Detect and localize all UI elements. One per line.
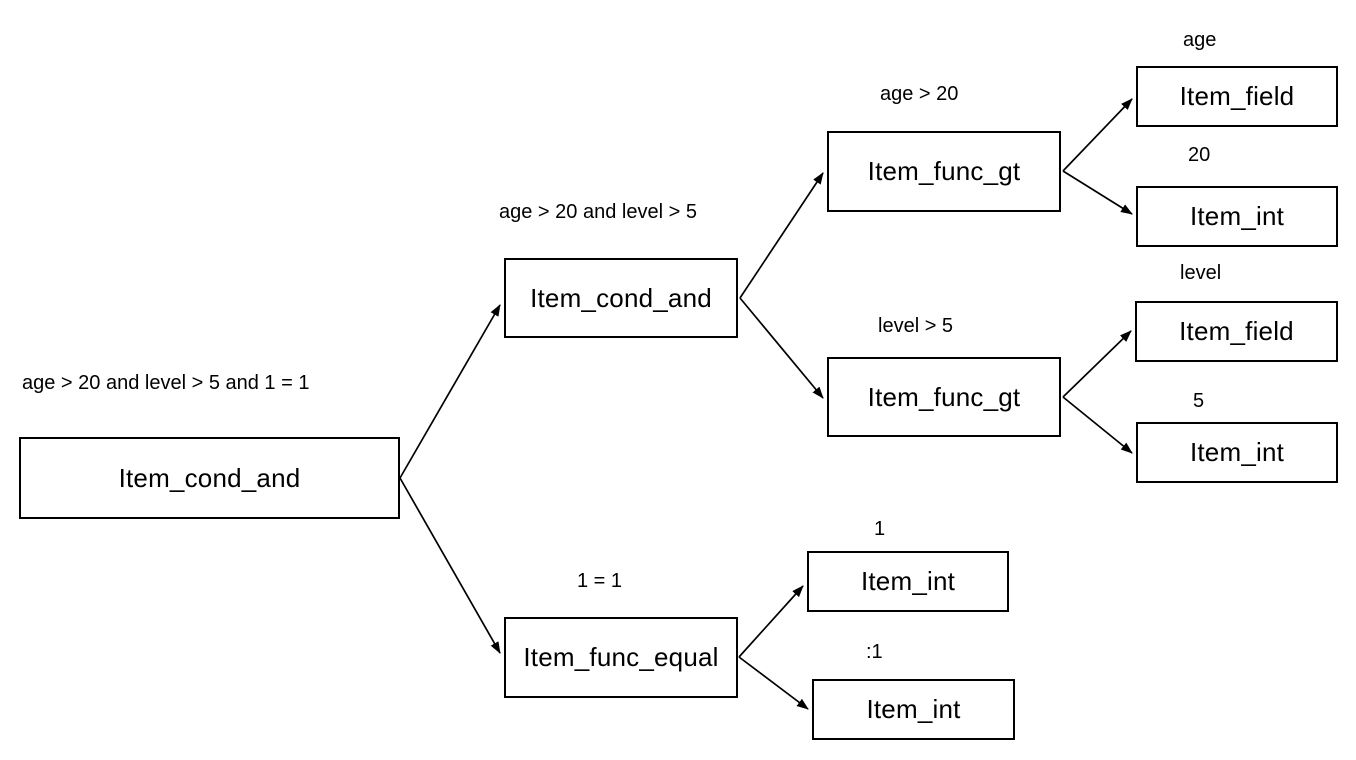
node-root-item-cond-and: Item_cond_and [19, 437, 400, 519]
annotation-field-age: age [1183, 29, 1217, 51]
edge-func-gt-level-to-int-5 [1062, 396, 1133, 454]
annotation-int-1a: 1 [874, 518, 886, 540]
edge-root-to-func-equal [399, 477, 501, 654]
node-item-func-gt-level: Item_func_gt [827, 357, 1061, 437]
node-item-int-1b: Item_int [812, 679, 1015, 740]
node-label: Item_cond_and [530, 282, 712, 313]
node-item-func-gt-age: Item_func_gt [827, 131, 1061, 212]
edge-func-equal-to-int-1b [738, 656, 809, 710]
edge-func-gt-age-to-field-age [1062, 98, 1133, 172]
node-item-int-1a: Item_int [807, 551, 1009, 612]
node-label: Item_func_gt [867, 156, 1021, 186]
node-item-func-equal: Item_func_equal [504, 617, 738, 698]
node-item-field-level: Item_field [1135, 301, 1338, 362]
node-label: Item_field [1179, 81, 1295, 111]
annotation-int-1b: :1 [866, 641, 883, 663]
node-label: Item_field [1179, 316, 1294, 346]
edge-root-to-cond-and-2 [399, 304, 501, 479]
annotation-cond-and-2: age > 20 and level > 5 [499, 201, 697, 223]
edge-func-gt-age-to-int-20 [1062, 170, 1133, 215]
node-label: Item_int [1189, 437, 1285, 467]
node-item-int-20: Item_int [1136, 186, 1338, 247]
edge-cond-and-2-to-func-gt-age [739, 172, 824, 299]
annotation-field-level: level [1180, 262, 1222, 284]
node-label: Item_int [866, 694, 961, 724]
edge-func-equal-to-int-1a [738, 585, 804, 658]
annotation-func-gt-age: age > 20 [880, 83, 959, 105]
node-item-field-age: Item_field [1136, 66, 1338, 127]
edge-func-gt-level-to-field-level [1062, 330, 1132, 398]
annotation-func-gt-level: level > 5 [878, 315, 954, 337]
node-label: Item_func_equal [523, 642, 719, 672]
node-label: Item_int [1189, 201, 1285, 231]
annotation-int-20: 20 [1188, 144, 1211, 166]
annotation-root: age > 20 and level > 5 and 1 = 1 [22, 372, 310, 394]
node-label: Item_int [860, 566, 956, 596]
annotation-int-5: 5 [1193, 390, 1205, 412]
node-label: Item_cond_and [118, 462, 301, 493]
node-item-cond-and-2: Item_cond_and [504, 258, 738, 338]
annotation-func-equal: 1 = 1 [577, 570, 623, 592]
edge-cond-and-2-to-func-gt-level [739, 297, 824, 399]
node-label: Item_func_gt [867, 381, 1021, 412]
node-item-int-5: Item_int [1136, 422, 1338, 483]
